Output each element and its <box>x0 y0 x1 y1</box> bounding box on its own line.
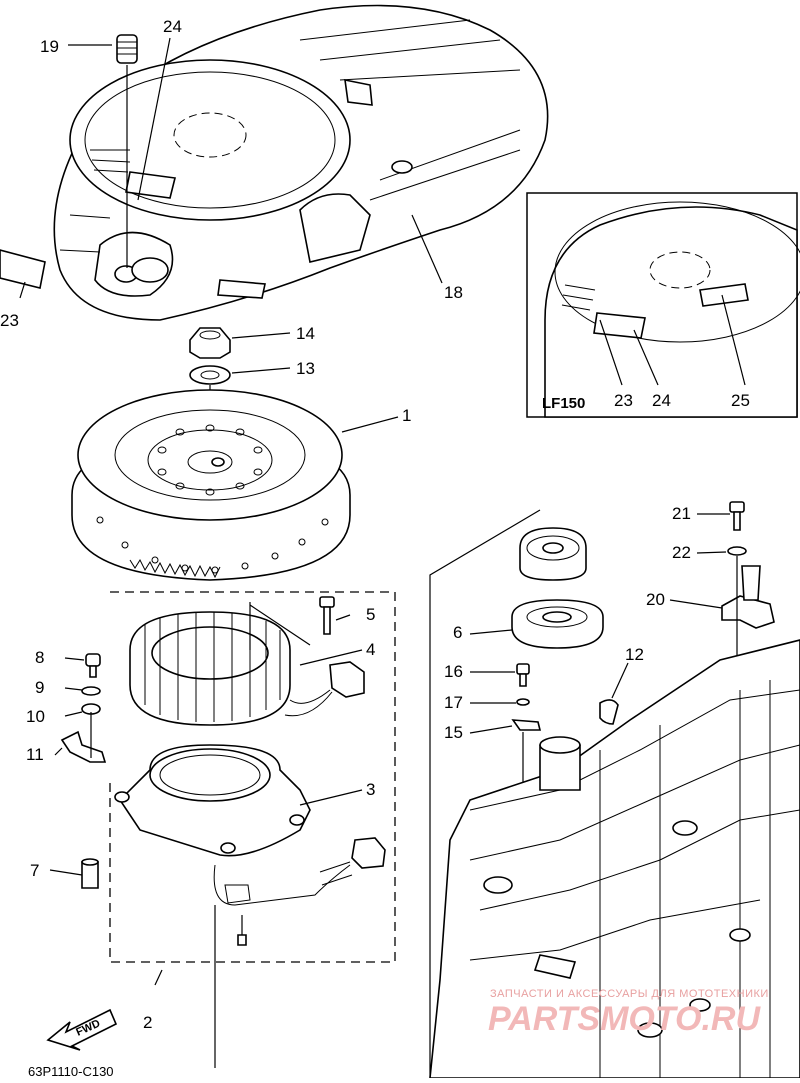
callout-22: 22 <box>672 543 691 562</box>
callout-21: 21 <box>672 504 691 523</box>
cap-plug <box>116 34 138 64</box>
callout-14: 14 <box>296 324 315 343</box>
inset-model-label: LF150 <box>542 395 585 412</box>
screw <box>85 653 101 678</box>
bolt <box>319 596 335 635</box>
callout-15: 15 <box>444 723 463 742</box>
inset-callout-23: 23 <box>614 391 633 410</box>
callout-3: 3 <box>366 780 375 799</box>
callout-12: 12 <box>625 645 644 664</box>
callout-20: 20 <box>646 590 665 609</box>
callout-2: 2 <box>143 1013 152 1032</box>
dowel-pin <box>81 858 99 889</box>
leader-lines <box>19 37 730 986</box>
watermark-site: PARTSMOTO.RU <box>488 1000 761 1038</box>
callout-4: 4 <box>366 640 375 659</box>
stator-base <box>114 744 386 946</box>
bolt-16 <box>516 663 530 687</box>
key <box>599 699 619 725</box>
fwd-arrow: FWD <box>46 1008 118 1051</box>
inset-callout-25: 25 <box>731 391 750 410</box>
flywheel-cover <box>53 4 549 321</box>
callout-1: 1 <box>402 406 411 425</box>
callout-11: 11 <box>26 745 44 764</box>
callout-7: 7 <box>30 861 39 880</box>
diagram-code: 63P1110-C130 <box>28 1064 114 1078</box>
callout-16: 16 <box>444 662 463 681</box>
bolt-21 <box>729 501 745 531</box>
flywheel-nut <box>189 327 231 359</box>
tab-washer <box>511 719 542 731</box>
decal <box>0 249 46 289</box>
callout-8: 8 <box>35 648 44 667</box>
engine-block <box>429 639 800 1079</box>
callout-10: 10 <box>26 707 45 726</box>
callout-13: 13 <box>296 359 315 378</box>
clamp <box>60 730 107 763</box>
callout-6: 6 <box>453 623 462 642</box>
flywheel <box>71 389 351 581</box>
callout-5: 5 <box>366 605 375 624</box>
inset-lf150: LF150 23 24 25 <box>526 192 800 418</box>
washer-22 <box>727 546 747 556</box>
washer <box>189 365 231 385</box>
callout-9: 9 <box>35 678 44 697</box>
lock-washer <box>81 686 101 696</box>
pulley <box>519 527 587 581</box>
callout-19: 19 <box>40 37 59 56</box>
watermark-tagline: ЗАПЧАСТИ И АКСЕССУАРЫ ДЛЯ МОТОТЕХНИКИ <box>490 988 769 1000</box>
callout-24: 24 <box>163 17 182 36</box>
plate <box>511 599 604 649</box>
callout-23: 23 <box>0 311 19 330</box>
bracket <box>721 565 775 629</box>
inset-callout-24: 24 <box>652 391 671 410</box>
callout-17: 17 <box>444 693 463 712</box>
callout-18: 18 <box>444 283 463 302</box>
washer-17 <box>516 698 530 706</box>
